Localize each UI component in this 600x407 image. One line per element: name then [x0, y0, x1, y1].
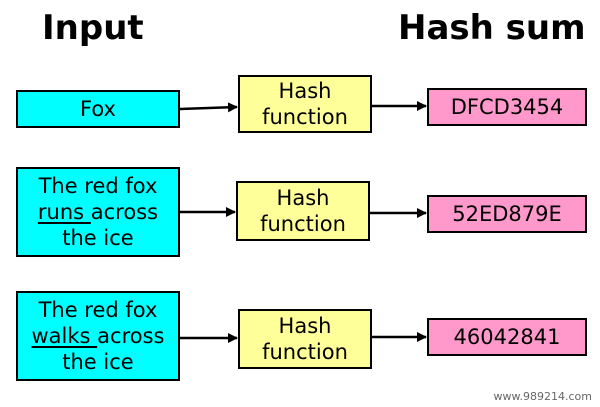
watermark: www.989214.com [493, 390, 592, 403]
hash-function-label-line2: function [262, 105, 348, 129]
hash-sum-column-header: Hash sum [398, 8, 586, 48]
input-text-line1: The red fox [38, 174, 158, 198]
input-box-runs: The red fox runs across the ice [16, 167, 180, 257]
changed-word-underlined: runs [37, 200, 91, 224]
hash-output-value: DFCD3454 [450, 95, 564, 119]
hash-output-box-1: DFCD3454 [427, 88, 587, 126]
hash-output-box-2: 52ED879E [427, 195, 587, 233]
input-box-walks: The red fox walks across the ice [16, 291, 180, 381]
input-box-fox: Fox [16, 90, 180, 128]
hash-function-box-3: Hash function [238, 309, 372, 369]
hash-function-label-line1: Hash [278, 79, 332, 103]
hash-function-box-1: Hash function [238, 75, 372, 133]
input-text-line2: runs across [38, 199, 158, 225]
input-text: Fox [80, 97, 116, 121]
input-column-header: Input [42, 8, 144, 48]
hash-function-label-line2: function [260, 212, 346, 236]
hash-function-box-2: Hash function [236, 181, 370, 241]
arrow-input-to-hash-1 [179, 102, 238, 113]
hash-function-label-line1: Hash [278, 314, 332, 338]
changed-word-underlined: walks [31, 324, 98, 348]
input-text-line3: the ice [62, 350, 134, 374]
input-text-line2-rest: across [97, 324, 165, 348]
hash-output-value: 46042841 [453, 325, 561, 349]
input-text-line3: the ice [62, 226, 134, 250]
input-text-line2: walks across [32, 323, 165, 349]
input-text-line1: The red fox [38, 298, 158, 322]
hash-function-label-line2: function [262, 340, 348, 364]
input-text-line2-rest: across [90, 200, 159, 224]
hash-output-box-3: 46042841 [427, 318, 587, 356]
hash-function-label-line1: Hash [276, 186, 330, 210]
hash-output-value: 52ED879E [452, 202, 562, 226]
